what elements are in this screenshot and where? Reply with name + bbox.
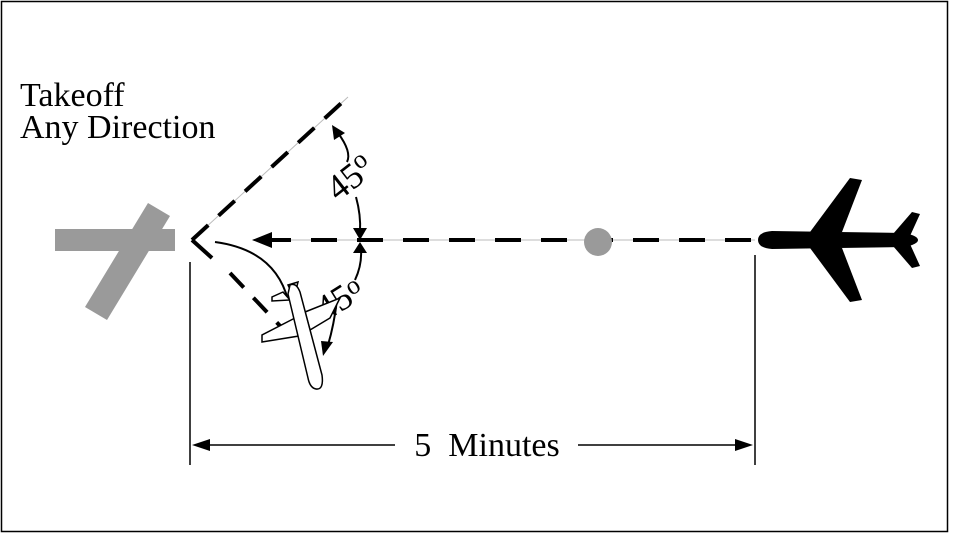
angle-arrowheads [321, 125, 367, 356]
fix-marker [584, 228, 612, 256]
dimension-arrow-right [735, 439, 753, 451]
title-line-1: Takeoff [20, 77, 125, 114]
departing-aircraft-icon [261, 280, 342, 390]
inbound-arrowhead [252, 232, 272, 248]
departure-lines [190, 95, 755, 330]
distance-dimension [189, 255, 756, 465]
distance-label: 5 Minutes [414, 427, 559, 464]
title-line-2: Any Direction [20, 109, 215, 146]
runway-icon [55, 203, 175, 320]
inbound-aircraft-icon [758, 178, 920, 302]
dimension-arrow-left [192, 439, 210, 451]
